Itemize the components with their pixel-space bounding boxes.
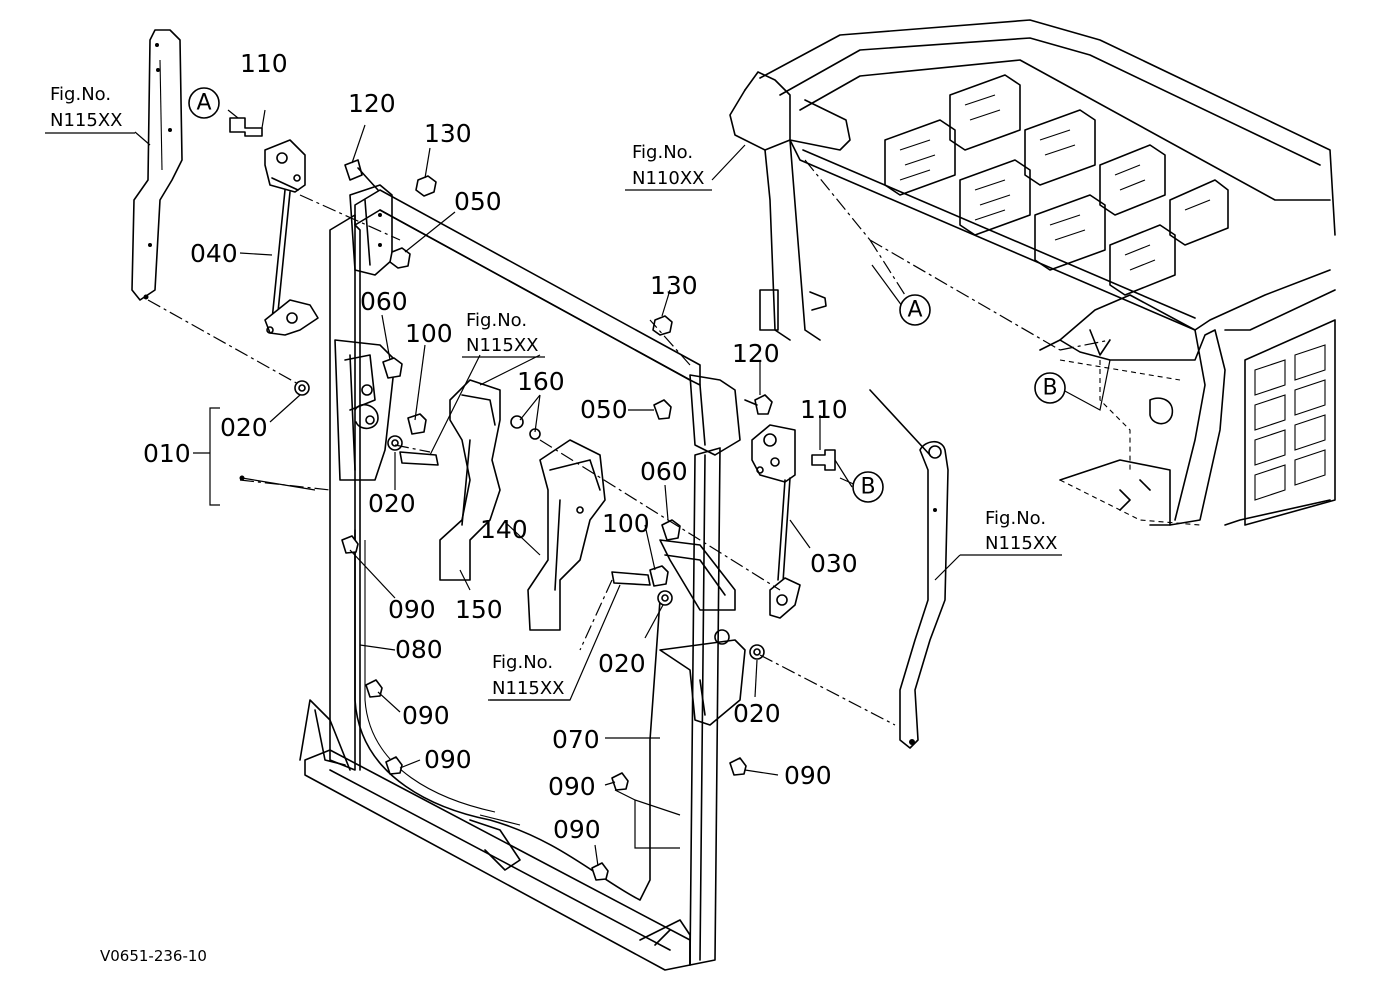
svg-text:Fig.No.: Fig.No. [632,142,693,163]
part-label-140: 140 [480,515,528,544]
cover-140 [527,439,606,631]
right-lock-link-030 [751,424,801,619]
callout-b-right: B [1034,372,1066,404]
part-label-100-left: 100 [405,319,453,348]
cabin-roof-grille [884,74,1229,296]
part-label-100-right: 100 [602,509,650,538]
part-label-160: 160 [517,367,565,396]
svg-text:N115XX: N115XX [985,533,1057,554]
part-label-130-left: 130 [424,119,472,148]
part-label-010: 010 [143,439,191,468]
side-mesh-panel [1244,319,1336,526]
cover-150 [439,379,501,581]
part-label-120-right: 120 [732,339,780,368]
part-label-090-c: 090 [424,745,472,774]
part-labels: 110 120 130 050 040 060 100 010 020 020 … [143,49,858,844]
part-label-070: 070 [552,725,600,754]
svg-text:N115XX: N115XX [466,335,538,356]
part-label-020-a: 020 [220,413,268,442]
svg-text:N115XX: N115XX [50,110,122,131]
part-label-060-right: 060 [640,457,688,486]
part-label-090-a: 090 [388,595,436,624]
part-label-130-right: 130 [650,271,698,300]
part-label-120-left: 120 [348,89,396,118]
part-label-030: 030 [810,549,858,578]
cabin-frame-structure [729,19,1336,526]
front-window-frame [299,189,721,971]
svg-text:N110XX: N110XX [632,168,704,189]
part-label-090-d: 090 [548,772,596,801]
fig-ref-top-right: Fig.No. N110XX [625,142,712,191]
fig-ref-left: Fig.No. N115XX [45,84,135,134]
part-label-150: 150 [455,595,503,624]
left-hinge-assembly [334,339,396,481]
svg-text:N115XX: N115XX [492,678,564,699]
part-label-110-left: 110 [240,49,288,78]
part-label-050-left: 050 [454,187,502,216]
svg-text:Fig.No.: Fig.No. [466,310,527,331]
part-label-020-c: 020 [598,649,646,678]
svg-text:Fig.No.: Fig.No. [492,652,553,673]
svg-text:A: A [907,298,922,323]
clips-090 [341,535,747,881]
part-label-020-b: 020 [368,489,416,518]
leader-lines [134,109,1111,867]
part-label-090-f: 090 [784,761,832,790]
callout-a-left: A [188,87,220,119]
svg-text:B: B [860,475,875,500]
left-side-post [131,29,183,301]
part-label-020-d: 020 [733,699,781,728]
callout-a-right: A [899,294,931,326]
left-upper-bracket [349,184,393,276]
fig-ref-center: Fig.No. N115XX [462,310,545,358]
part-label-060-left: 060 [360,287,408,316]
right-side-arm [869,389,949,749]
callout-b-lock: B [852,471,884,503]
svg-text:A: A [196,91,211,116]
svg-text:B: B [1042,376,1057,401]
svg-text:Fig.No.: Fig.No. [985,508,1046,529]
part-label-110-right: 110 [800,395,848,424]
right-hinge-assembly [659,374,746,726]
diagram-code: V0651-236-10 [100,947,207,965]
part-label-050-right: 050 [580,395,628,424]
part-label-040: 040 [190,239,238,268]
part-label-090-e: 090 [553,815,601,844]
fasteners [229,117,836,660]
part-label-080: 080 [395,635,443,664]
part-label-090-b: 090 [402,701,450,730]
fig-ref-center-low: Fig.No. N115XX [488,652,570,701]
svg-text:Fig.No.: Fig.No. [50,84,111,105]
left-lock-link-040 [264,139,319,336]
fig-ref-right: Fig.No. N115XX [960,508,1062,556]
